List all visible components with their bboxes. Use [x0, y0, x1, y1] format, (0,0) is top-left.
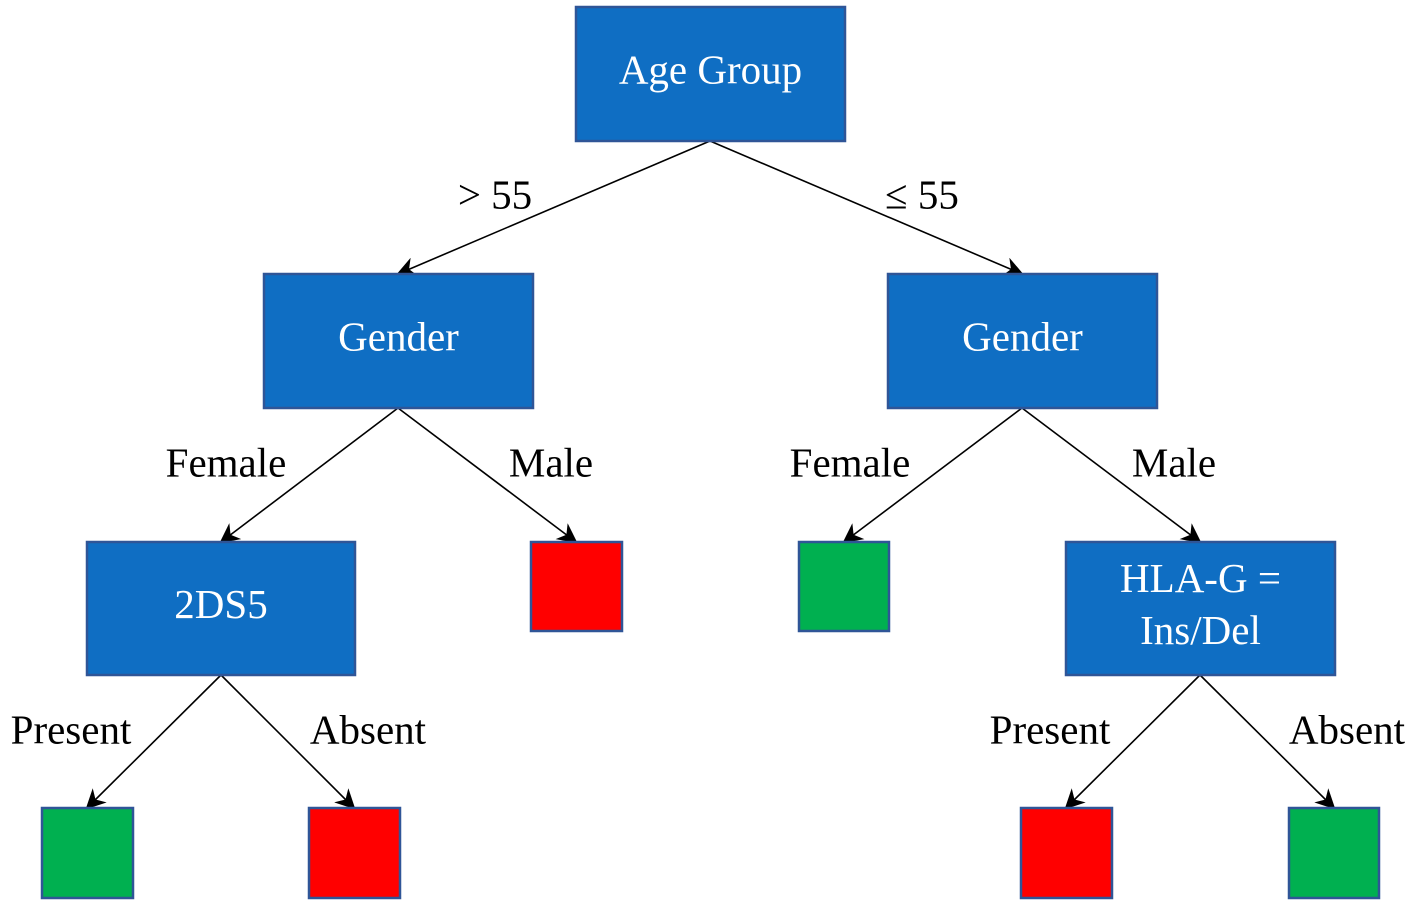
- decision-node-gender_right: Gender: [886, 272, 1159, 410]
- decision-node-2ds5: 2DS5: [85, 540, 357, 677]
- leaf-node-leaf_right_female-green: [797, 540, 891, 633]
- edge-arrow-hlag-to-leaf_hlag_present: [1064, 674, 1201, 810]
- edge-label-2ds5-to-leaf_2ds5_absent: Absent: [310, 706, 427, 752]
- edge-arrow-gender_left-to-leaf_left_male: [397, 407, 578, 544]
- decision-node-label: Gender: [338, 313, 459, 359]
- edge-arrow-root-to-gender_left: [396, 140, 711, 277]
- decision-node-box: [85, 540, 357, 677]
- decision-node-label: 2DS5: [174, 581, 267, 627]
- decision-node-box: [574, 5, 847, 143]
- edges-layer: [85, 140, 1336, 810]
- edge-label-hlag-to-leaf_hlag_present: Present: [990, 706, 1111, 752]
- leaf-node-leaf_2ds5_absent-red: [307, 806, 402, 900]
- edge-label-gender_left-to-2ds5: Female: [166, 439, 287, 485]
- edge-label-gender_left-to-leaf_left_male: Male: [509, 439, 593, 485]
- decision-node-box: [1064, 540, 1337, 677]
- leaf-node-leaf_hlag_present-red: [1019, 806, 1114, 900]
- decision-node-label: Age Group: [619, 46, 802, 92]
- edge-arrow-hlag-to-leaf_hlag_absent: [1199, 674, 1336, 810]
- edge-arrow-gender_right-to-hlag: [1021, 407, 1202, 544]
- edge-label-root-to-gender_right: ≤ 55: [885, 171, 959, 217]
- decision-node-gender_left: Gender: [262, 272, 535, 410]
- decision-node-box: [262, 272, 535, 410]
- edge-label-gender_right-to-leaf_right_female: Female: [790, 439, 911, 485]
- decision-node-box: [886, 272, 1159, 410]
- edge-label-gender_right-to-hlag: Male: [1132, 439, 1216, 485]
- edge-label-hlag-to-leaf_hlag_absent: Absent: [1289, 706, 1406, 752]
- decision-node-label: Gender: [962, 313, 1083, 359]
- leaf-node-leaf_2ds5_present-green: [40, 806, 135, 900]
- leaf-node-leaf_hlag_absent-green: [1287, 806, 1381, 900]
- edge-arrow-2ds5-to-leaf_2ds5_present: [85, 674, 222, 810]
- decision-node-hlag: HLA-G = Ins/Del: [1064, 540, 1337, 677]
- edge-arrow-gender_right-to-leaf_right_female: [842, 407, 1023, 544]
- edge-arrow-root-to-gender_right: [709, 140, 1024, 277]
- edge-arrow-gender_left-to-2ds5: [219, 407, 399, 544]
- edge-label-root-to-gender_left: > 55: [458, 171, 532, 217]
- leaf-node-leaf_left_male-red: [529, 540, 624, 633]
- edge-label-2ds5-to-leaf_2ds5_present: Present: [11, 706, 132, 752]
- decision-node-label: Ins/Del: [1140, 607, 1261, 653]
- decision-node-label: HLA-G =: [1120, 555, 1281, 601]
- edge-arrow-2ds5-to-leaf_2ds5_absent: [220, 674, 356, 810]
- decision-node-root: Age Group: [574, 5, 847, 143]
